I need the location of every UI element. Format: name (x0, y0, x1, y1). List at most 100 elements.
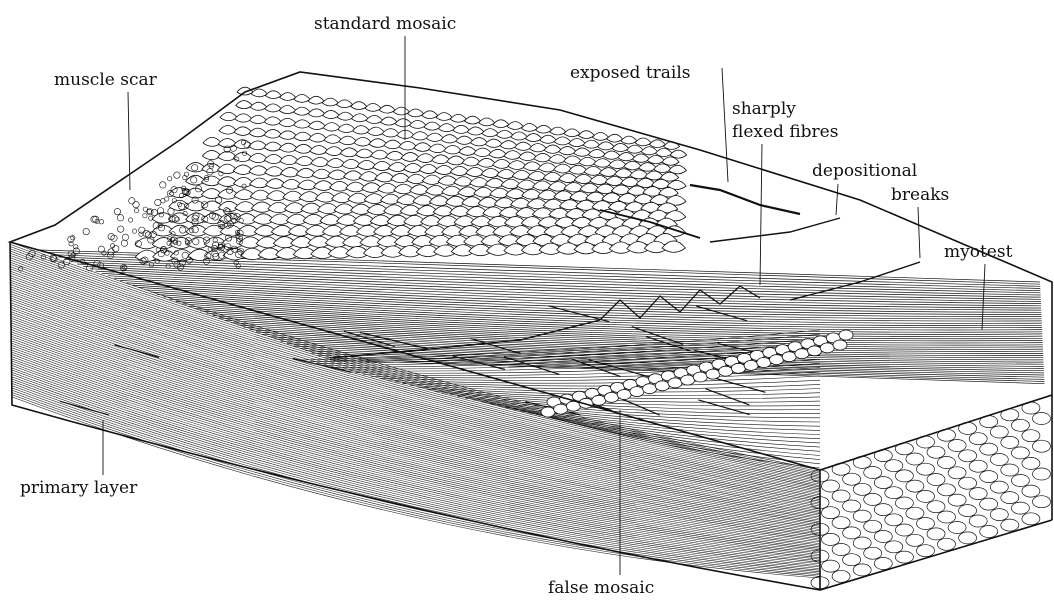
side-cell (938, 484, 956, 496)
side-cell (832, 544, 850, 556)
side-cell (874, 558, 892, 570)
side-cell (1022, 430, 1040, 442)
mosaic-tile (517, 180, 537, 189)
mosaic-tile (330, 181, 350, 191)
scar-speck (155, 199, 161, 205)
mosaic-tile (296, 168, 315, 177)
scar-speck (122, 234, 128, 240)
mosaic-tile (294, 107, 311, 115)
side-cell (1001, 436, 1019, 448)
mosaic-tile (523, 162, 541, 171)
side-cell (1022, 457, 1040, 469)
mosaic-tile (590, 175, 609, 184)
leader-depositional-breaks-2 (918, 207, 920, 258)
side-cell (843, 554, 861, 566)
mosaic-tile (454, 177, 473, 187)
label-flexed-fibres: flexed fibres (732, 122, 838, 142)
scar-speck (118, 226, 124, 232)
mosaic-tile (442, 186, 462, 196)
scar-speck (183, 175, 187, 179)
side-cell (948, 522, 966, 534)
side-cell (895, 551, 913, 563)
mosaic-tile (447, 156, 465, 165)
mosaic-tile (395, 119, 412, 127)
mosaic-tile (511, 132, 528, 140)
false-mosaic-tile (655, 381, 669, 391)
false-mosaic-tile (744, 360, 758, 370)
false-mosaic-tile (719, 366, 733, 376)
mosaic-tile (414, 143, 432, 152)
mosaic-tile (219, 126, 237, 135)
side-cell (832, 570, 850, 582)
side-cell (885, 487, 903, 499)
mosaic-tile (422, 175, 441, 184)
mosaic-tile (603, 151, 620, 159)
mosaic-tile (500, 141, 517, 149)
false-mosaic-tile (808, 346, 822, 356)
mosaic-tile (466, 167, 485, 176)
false-mosaic-tile (681, 375, 695, 385)
exposed-trail (690, 185, 800, 214)
mosaic-tile (250, 178, 270, 188)
false-mosaic-tile (820, 343, 834, 353)
mosaic-tile (593, 133, 609, 141)
mosaic-tile (309, 133, 327, 142)
mosaic-tile (294, 132, 312, 141)
side-cell (885, 541, 903, 553)
mosaic-tile (202, 163, 221, 172)
scar-speck (128, 218, 132, 222)
mosaic-tile (388, 162, 407, 171)
mosaic-tile (279, 143, 297, 152)
scar-speck (114, 208, 120, 214)
side-cell (1033, 496, 1051, 508)
side-cell (990, 426, 1008, 438)
side-cell (1022, 513, 1040, 525)
leader-myotest (982, 264, 985, 330)
mosaic-tile (264, 129, 282, 138)
mosaic-tile (521, 124, 537, 132)
standard-mosaic-tiles (135, 87, 687, 261)
mosaic-tile (365, 104, 381, 112)
mosaic-tile (234, 177, 254, 187)
side-cell (927, 528, 945, 540)
false-mosaic-tile (833, 340, 847, 350)
false-mosaic-tile (757, 358, 771, 368)
mosaic-tile (346, 182, 366, 192)
scar-speck (117, 215, 123, 221)
false-mosaic-tile (630, 387, 644, 397)
side-cell (843, 527, 861, 539)
side-cell (990, 509, 1008, 521)
surface-fibre-line (458, 396, 820, 413)
mosaic-tile (308, 96, 324, 104)
mosaic-tile (337, 112, 354, 120)
mosaic-tile (458, 187, 478, 197)
side-cell (895, 470, 913, 482)
mosaic-tile (249, 166, 269, 175)
mosaic-tile (342, 159, 361, 168)
mosaic-tile (584, 166, 602, 175)
false-mosaic-tile (770, 355, 784, 365)
mosaic-tile (554, 191, 574, 201)
mosaic-tile (379, 105, 395, 113)
side-cell (874, 504, 892, 516)
side-cell (843, 500, 861, 512)
side-cell (1033, 468, 1051, 480)
mosaic-tile (378, 183, 398, 193)
label-false-mosaic: false mosaic (548, 578, 654, 598)
side-cell (906, 534, 924, 546)
scar-speck (134, 208, 138, 212)
false-mosaic-tile (605, 392, 619, 402)
mosaic-tile (384, 140, 402, 149)
side-cell (874, 531, 892, 543)
mosaic-tile (474, 148, 492, 157)
mosaic-tile (369, 139, 387, 148)
mosaic-tile (422, 111, 438, 119)
side-cell (853, 537, 871, 549)
mosaic-tile (574, 148, 591, 156)
mosaic-tile (265, 104, 282, 112)
side-cell (864, 547, 882, 559)
side-cell (1011, 475, 1029, 487)
mosaic-tile (312, 169, 331, 179)
side-cell (959, 477, 977, 489)
mosaic-tile (564, 156, 582, 165)
